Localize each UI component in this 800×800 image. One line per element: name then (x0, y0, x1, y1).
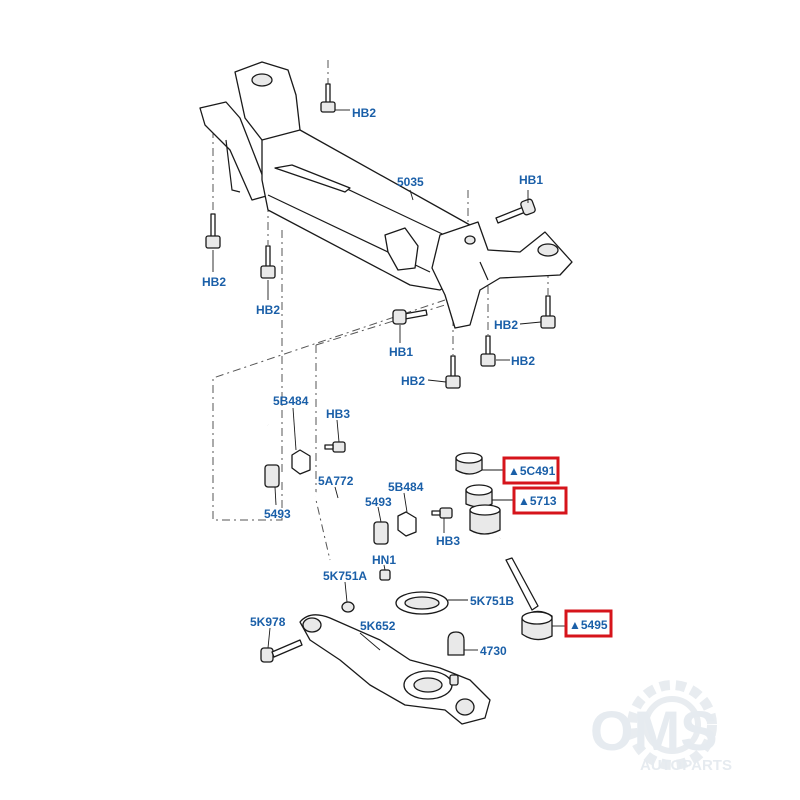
label-5b484-a: 5B484 (273, 394, 309, 408)
subframe-bolts (205, 83, 556, 389)
gear-logo-icon (627, 680, 717, 770)
nut-hn1 (379, 569, 391, 581)
label-5a772: 5A772 (318, 474, 354, 488)
bolt-hb1-bottom (392, 309, 428, 325)
label-hb2-right1: HB2 (494, 318, 518, 332)
label-5k652: 5K652 (360, 619, 396, 633)
label-hb3-a: HB3 (326, 407, 350, 421)
highlight-5c491[interactable]: ▲5C491 (502, 456, 560, 485)
label-5c491: ▲5C491 (508, 464, 556, 478)
bump-stop-4730 (447, 631, 465, 656)
bolt-hb2-left2 (260, 245, 276, 279)
subframe-5035 (199, 61, 573, 329)
label-hn1: HN1 (372, 553, 396, 567)
label-hb1-right: HB1 (519, 173, 543, 187)
washer-5k751a (341, 601, 355, 613)
label-hb2-bottom: HB2 (401, 374, 425, 388)
label-hb2-top: HB2 (352, 106, 376, 120)
label-hb2-right2: HB2 (511, 354, 535, 368)
label-5493-b: 5493 (365, 495, 392, 509)
label-5035: 5035 (397, 175, 424, 189)
highlight-5713[interactable]: ▲5713 (512, 486, 568, 515)
bolt-hb2-left1 (205, 213, 221, 249)
label-5k751a: 5K751A (323, 569, 367, 583)
label-hb2-left1: HB2 (202, 275, 226, 289)
watermark-brand: OMS (590, 699, 718, 762)
label-5493-a: 5493 (264, 507, 291, 521)
label-5k978: 5K978 (250, 615, 286, 629)
bolt-hb2-right2 (480, 335, 496, 367)
bolt-hb1-right (495, 198, 536, 224)
label-5495: ▲5495 (569, 618, 608, 632)
bolt-5k978 (260, 639, 303, 663)
bushing-5713 (465, 484, 501, 535)
label-hb2-left2: HB2 (256, 303, 280, 317)
label-hb1-bottom: HB1 (389, 345, 413, 359)
lower-arm-5k652 (299, 614, 491, 725)
label-5k751b: 5K751B (470, 594, 514, 608)
bolt-hb3-b (431, 507, 453, 519)
label-4730: 4730 (480, 644, 507, 658)
highlighted-labels: ▲5C491 ▲5713 ▲5495 (502, 456, 613, 638)
watermark-tagline: AUTOPARTS (640, 757, 732, 774)
label-5b484-b: 5B484 (388, 480, 424, 494)
label-5713: ▲5713 (518, 494, 557, 508)
part-labels: HB2 5035 HB1 HB2 HB2 HB2 HB1 HB2 HB2 5B4… (202, 106, 543, 658)
watermark: OMS AUTOPARTS (590, 680, 732, 774)
link-5495 (505, 557, 553, 641)
bolt-hb3-a (324, 441, 346, 453)
label-hb3-b: HB3 (436, 534, 460, 548)
bolt-hb2-bottom (445, 355, 461, 389)
spring-seat-5k751b (395, 591, 449, 615)
bushing-5c491 (455, 452, 483, 475)
highlight-5495[interactable]: ▲5495 (564, 609, 613, 638)
bolt-hb2-top (320, 83, 336, 113)
bolt-hb2-right1 (540, 295, 556, 329)
